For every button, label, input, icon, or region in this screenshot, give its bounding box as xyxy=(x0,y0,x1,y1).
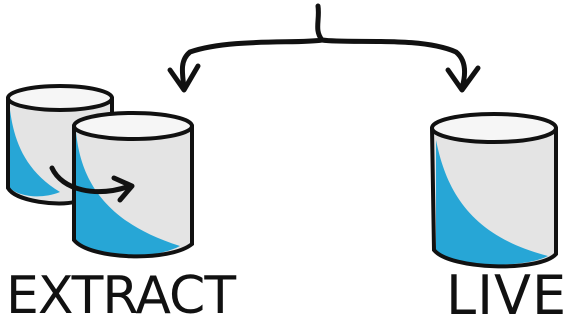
branch-arrow-icon xyxy=(167,3,481,93)
copy-arrow-icon xyxy=(49,165,135,203)
extract-target-cylinder xyxy=(72,111,194,259)
live-cylinder xyxy=(430,112,558,269)
extract-label: EXTRACT xyxy=(6,266,236,326)
live-label: LIVE xyxy=(446,264,568,327)
